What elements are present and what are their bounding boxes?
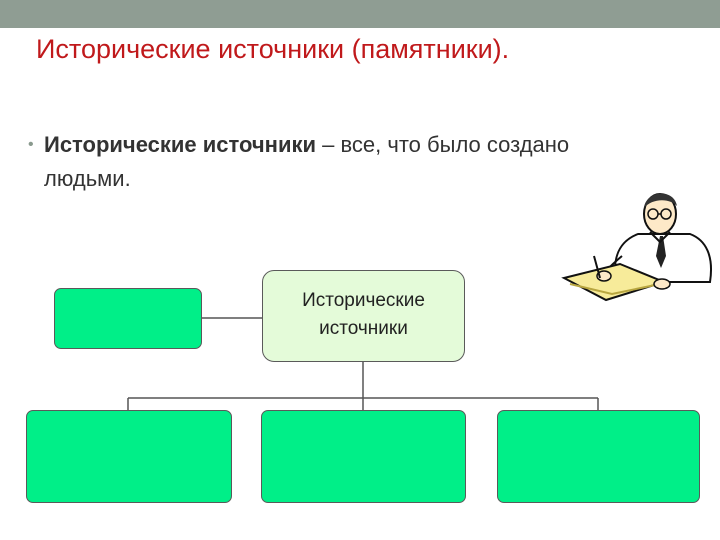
center-box-label-line2: источники [319, 318, 408, 339]
bullet-term: Исторические источники [44, 132, 317, 157]
center-box-label-line1: Исторические [302, 290, 425, 311]
bottom-center-box [261, 410, 466, 503]
slide-title: Исторические источники (памятники). [36, 34, 510, 64]
bottom-left-box [26, 410, 232, 503]
writing-scholar-illustration [561, 193, 712, 302]
bullet-dot: • [28, 136, 34, 153]
left-empty-box [54, 288, 202, 349]
bottom-right-box [497, 410, 700, 503]
top-bar [0, 0, 720, 28]
bullet-text: Исторические источники – все, что было с… [44, 128, 644, 196]
bullet-definition: – все, что было создано людьми. [44, 132, 570, 191]
center-box: Исторические источники [262, 270, 465, 362]
